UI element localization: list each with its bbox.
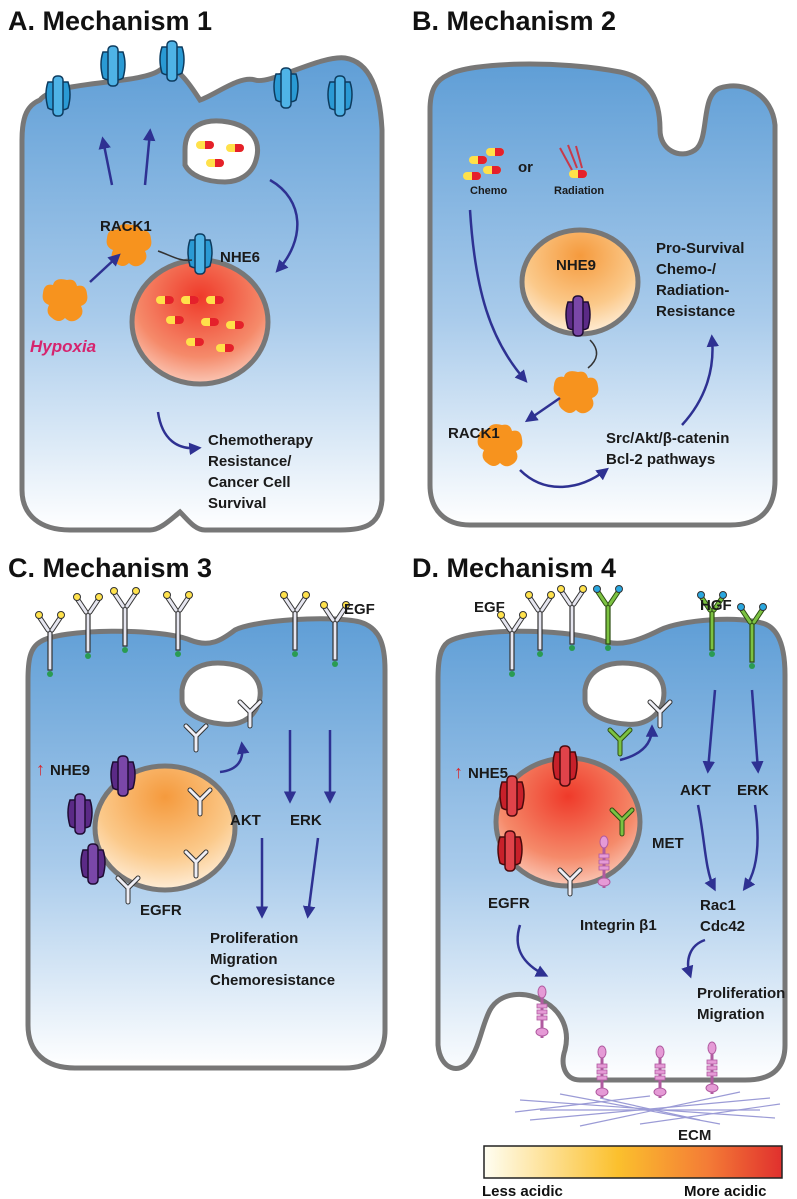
drug-pill <box>463 172 481 180</box>
outcome-line: Migration <box>210 951 278 968</box>
chemo-label: Chemo <box>470 185 508 197</box>
endocytic-pocket-d <box>582 660 667 727</box>
outcome-line: Cancer Cell <box>208 474 291 491</box>
arrow <box>742 804 759 892</box>
egf-label: EGF <box>344 601 375 618</box>
met-label: MET <box>652 835 684 852</box>
arrow <box>98 136 114 186</box>
panel-a-title: A. Mechanism 1 <box>8 6 212 36</box>
nhe9-label: NHE9 <box>50 762 90 779</box>
ecm-fibers <box>514 1091 781 1127</box>
drug-pill <box>206 159 224 167</box>
drug-pill <box>156 296 174 304</box>
prosurvival-line: Chemo-/ <box>656 261 717 278</box>
radiation-icon <box>559 144 587 178</box>
or-label: or <box>518 159 533 176</box>
endosome-a <box>129 257 271 387</box>
rack1-label: RACK1 <box>100 218 152 235</box>
akt-label: AKT <box>230 812 261 829</box>
endocytic-pocket-a <box>182 118 260 185</box>
drug-pill <box>186 338 204 346</box>
rac1-label: Rac1 <box>700 897 736 914</box>
arrow <box>219 741 250 774</box>
drug-pill <box>483 166 501 174</box>
panel-a: A. Mechanism 1 RACK1 NHE6 Hypoxia <box>8 6 385 533</box>
prosurvival-line: Radiation- <box>656 282 729 299</box>
integrin-icon <box>534 984 550 1040</box>
rack1-label: RACK1 <box>448 425 500 442</box>
arrow <box>681 938 706 979</box>
panel-d: D. Mechanism 4 EGF HGF ↑ NHE5 AKT ERK ME… <box>412 553 788 1144</box>
panel-d-title: D. Mechanism 4 <box>412 553 616 583</box>
prosurvival-line: Resistance <box>656 303 735 320</box>
integrin-icon <box>652 1044 668 1100</box>
arrow <box>142 128 156 186</box>
up-arrow-icon: ↑ <box>36 759 45 779</box>
outcome-line: Survival <box>208 495 266 512</box>
panel-c-title: C. Mechanism 3 <box>8 553 212 583</box>
outcome-line: Chemoresistance <box>210 972 335 989</box>
integrin-icon <box>704 1040 720 1096</box>
nhe6-label: NHE6 <box>220 249 260 266</box>
panel-b: B. Mechanism 2 Chemo or Radiation NHE9 R… <box>412 6 778 528</box>
drug-pill <box>226 144 244 152</box>
acidity-gradient-bar <box>483 1145 783 1179</box>
outcome-line: Resistance/ <box>208 453 292 470</box>
panel-c: C. Mechanism 3 EGF ↑ NHE9 AKT ERK EGFR P… <box>8 553 388 1071</box>
up-arrow-icon: ↑ <box>454 762 463 782</box>
integrin-icon <box>594 1044 610 1100</box>
outcome-line: Proliferation <box>697 985 785 1002</box>
arrow <box>468 209 528 383</box>
arrow <box>302 837 320 919</box>
radiation-label: Radiation <box>554 185 604 197</box>
legend-more-acidic: More acidic <box>684 1183 767 1199</box>
arrow <box>89 253 121 283</box>
drug-pill <box>486 148 504 156</box>
pathways-line: Src/Akt/β-catenin <box>606 430 729 447</box>
erk-label: ERK <box>290 812 322 829</box>
drug-pill <box>206 296 224 304</box>
outcome-line: Proliferation <box>210 930 298 947</box>
akt-label: AKT <box>680 782 711 799</box>
drug-pill <box>226 321 244 329</box>
arrow <box>702 689 717 774</box>
legend-less-acidic: Less acidic <box>482 1183 563 1199</box>
egf-label: EGF <box>474 599 505 616</box>
drug-pill <box>469 156 487 164</box>
drug-pill <box>166 316 184 324</box>
hypoxia-label: Hypoxia <box>30 337 96 356</box>
arrow <box>524 396 561 423</box>
arrow <box>681 334 720 426</box>
outcome-line: Migration <box>697 1006 765 1023</box>
prosurvival-line: Pro-Survival <box>656 240 744 257</box>
drug-pill <box>201 318 219 326</box>
acidity-legend: Less acidic More acidic <box>482 1145 783 1199</box>
arrow <box>516 924 549 977</box>
arrow <box>519 467 609 489</box>
outcome-line: Chemotherapy <box>208 432 314 449</box>
arrow <box>619 724 659 762</box>
erk-label: ERK <box>737 782 769 799</box>
integrin-icon <box>596 834 612 890</box>
nhe5-label: NHE5 <box>468 765 508 782</box>
cdc42-label: Cdc42 <box>700 918 745 935</box>
hgf-label: HGF <box>700 597 732 614</box>
arrow <box>696 804 716 892</box>
drug-pill <box>196 141 214 149</box>
pathways-line: Bcl-2 pathways <box>606 451 715 468</box>
arrow <box>750 689 764 774</box>
ecm-label: ECM <box>678 1127 711 1144</box>
nhe9-label: NHE9 <box>556 257 596 274</box>
drug-pill <box>216 344 234 352</box>
egfr-label: EGFR <box>488 895 530 912</box>
drug-pill <box>181 296 199 304</box>
egfr-label: EGFR <box>140 902 182 919</box>
panel-b-title: B. Mechanism 2 <box>412 6 616 36</box>
arrow <box>156 411 202 456</box>
arrow <box>269 178 299 273</box>
integrin-label: Integrin β1 <box>580 917 657 934</box>
